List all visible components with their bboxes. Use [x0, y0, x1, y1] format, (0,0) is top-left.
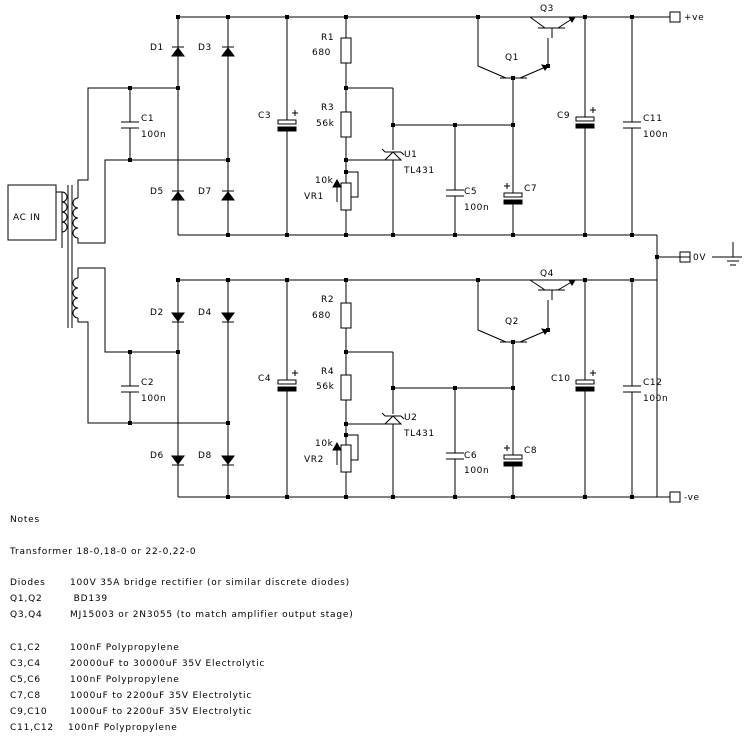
d6-label: D6 [150, 451, 164, 461]
d3-label: D3 [198, 43, 212, 53]
d4-label: D4 [198, 308, 212, 318]
cap-note-label: C5,C6 [10, 675, 41, 685]
junction-dots [128, 15, 659, 499]
c1-label: C1 [141, 114, 154, 124]
q2-label: Q2 [505, 317, 519, 327]
note-text: MJ15003 or 2N3055 (to match amplifier ou… [70, 610, 354, 620]
c1-value: 100n [141, 130, 166, 140]
c5-value: 100n [464, 203, 489, 213]
cap-note-label: C7,C8 [10, 691, 41, 701]
cap-note-text: 1000uF to 2200uF 35V Electrolytic [70, 707, 253, 717]
cap-note-label: C11,C12 [10, 723, 54, 733]
u2-label: U2 [404, 413, 418, 423]
note-row: Diodes 100V 35A bridge rectifier (or simi… [10, 577, 350, 589]
transformer [7, 87, 228, 424]
notes-title: Notes [10, 515, 40, 525]
cap-note-text: 100nF Polypropylene [70, 675, 180, 685]
c8-label: C8 [524, 446, 537, 456]
power-supply-schematic: AC IN +ve 0V -ve D1 D3 D5 D7 D2 D4 D6 D8… [7, 4, 742, 503]
c11-label: C11 [643, 114, 663, 124]
cap-note-row: C9,C10 1000uF to 2200uF 35V Electrolytic [10, 706, 252, 718]
cap-note-row: C5,C6 100nF Polypropylene [10, 674, 180, 686]
top-rail [121, 11, 681, 236]
q4-label: Q4 [540, 269, 554, 279]
r3-value: 56k [316, 119, 335, 129]
transformer-note: Transformer 18-0,18-0 or 22-0,22-0 [10, 547, 197, 557]
r2-value: 680 [312, 311, 331, 321]
cap-note-label: C9,C10 [10, 707, 48, 717]
r1-label: R1 [321, 33, 334, 43]
c2-value: 100n [141, 394, 166, 404]
u2-value: TL431 [403, 429, 435, 439]
d7-label: D7 [198, 187, 212, 197]
vr2-label: VR2 [304, 455, 324, 465]
d8-label: D8 [198, 451, 212, 461]
cap-note-text: 1000uF to 2200uF 35V Electrolytic [70, 691, 253, 701]
u1-value: TL431 [403, 166, 435, 176]
note-text: 100V 35A bridge rectifier (or similar di… [70, 578, 350, 588]
note-row: Q1,Q2 BD139 [10, 593, 108, 605]
c9-label: C9 [557, 111, 570, 121]
ac-in-label: AC IN [13, 213, 41, 223]
c6-label: C6 [464, 451, 477, 461]
u1-label: U1 [404, 150, 418, 160]
ground-rail [656, 235, 742, 497]
c10-label: C10 [551, 374, 571, 384]
cap-note-label: C3,C4 [10, 659, 41, 669]
zero-v-label: 0V [693, 253, 706, 263]
d2-label: D2 [150, 308, 164, 318]
vr1-label: VR1 [304, 192, 324, 202]
q1-label: Q1 [505, 53, 519, 63]
cap-note-text: 20000uF to 30000uF 35V Electrolytic [70, 659, 266, 669]
c3-label: C3 [258, 111, 271, 121]
r2-label: R2 [321, 295, 334, 305]
c7-label: C7 [524, 184, 537, 194]
cap-note-label: C1,C2 [10, 643, 41, 653]
cap-note-row: C1,C2 100nF Polypropylene [10, 642, 180, 654]
c5-label: C5 [464, 187, 477, 197]
cap-note-text: 100nF Polypropylene [68, 723, 178, 733]
c6-value: 100n [464, 466, 489, 476]
diodes [171, 46, 235, 466]
plus-ve-label: +ve [684, 13, 704, 23]
vr2-value: 10k [315, 439, 334, 449]
cap-note-text: 100nF Polypropylene [70, 643, 180, 653]
note-label: Q3,Q4 [10, 610, 43, 620]
r4-label: R4 [321, 367, 334, 377]
note-label: Diodes [10, 578, 46, 588]
cap-note-row: C3,C4 20000uF to 30000uF 35V Electrolytic [10, 658, 265, 670]
d1-label: D1 [150, 43, 164, 53]
c2-label: C2 [141, 378, 154, 388]
c12-value: 100n [643, 394, 668, 404]
r3-label: R3 [321, 103, 334, 113]
note-text: BD139 [70, 594, 108, 604]
minus-ve-label: -ve [684, 493, 700, 503]
note-label: Q1,Q2 [10, 594, 43, 604]
vr1-value: 10k [315, 176, 334, 186]
note-row: Q3,Q4 MJ15003 or 2N3055 (to match amplifi… [10, 609, 354, 621]
plus-marks [292, 107, 596, 451]
cap-note-row: C7,C8 1000uF to 2200uF 35V Electrolytic [10, 690, 252, 702]
c11-value: 100n [643, 130, 668, 140]
c12-label: C12 [643, 378, 663, 388]
c4-label: C4 [258, 374, 271, 384]
q3-label: Q3 [540, 4, 554, 14]
r4-value: 56k [316, 382, 335, 392]
cap-note-row: C11,C12 100nF Polypropylene [10, 722, 178, 734]
r1-value: 680 [312, 48, 331, 58]
d5-label: D5 [150, 187, 164, 197]
